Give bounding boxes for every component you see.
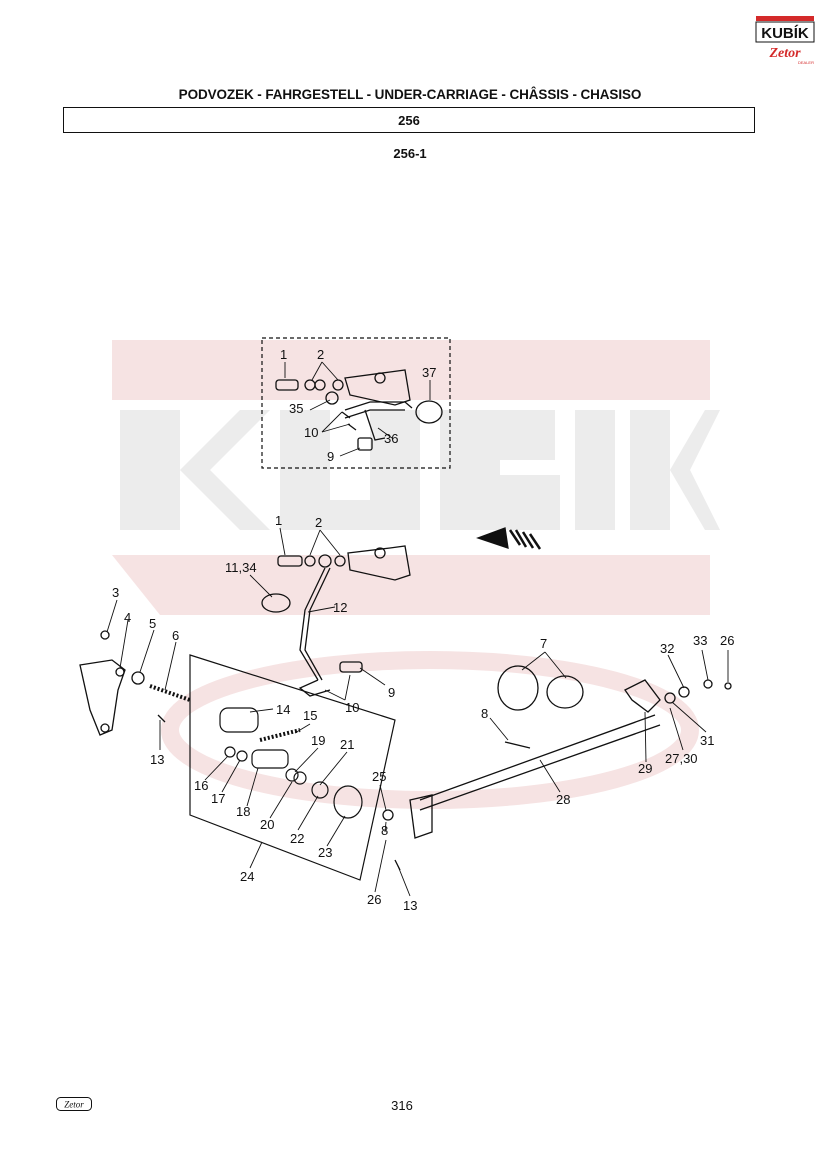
part-label: 22: [290, 831, 304, 846]
part-label: 33: [693, 633, 707, 648]
part-label: 36: [384, 431, 398, 446]
part-label: 19: [311, 733, 325, 748]
part-labels: 1 2 37 35 10 36 9 1 2 11,34 12 3 4 5 6 1…: [112, 347, 734, 913]
svg-text:Zetor: Zetor: [768, 46, 801, 61]
part-label: 20: [260, 817, 274, 832]
cylinder-kit-box: [189, 654, 396, 881]
part-label: 37: [422, 365, 436, 380]
leader-lines: [106, 361, 729, 897]
part-label: 23: [318, 845, 332, 860]
part-label: 16: [194, 778, 208, 793]
part-label: 27,30: [665, 751, 698, 766]
group-number: 256: [398, 112, 420, 128]
part-label: 21: [340, 737, 354, 752]
part-label: 2: [315, 515, 322, 530]
part-label: 13: [150, 752, 164, 767]
part-label: 28: [556, 792, 570, 807]
catalog-section-title: PODVOZEK - FAHRGESTELL - UNDER-CARRIAGE …: [178, 87, 642, 102]
subgroup-number: 256-1: [393, 146, 427, 161]
part-label: 26: [720, 633, 734, 648]
part-label: 4: [124, 610, 131, 625]
kubik-zetor-logo: KUBÍK Zetor DEALER: [755, 16, 815, 65]
svg-text:DEALER: DEALER: [798, 60, 814, 65]
group-number-box: 256: [63, 107, 755, 133]
part-label: 32: [660, 641, 674, 656]
part-label: 10: [345, 700, 359, 715]
part-label: 1: [280, 347, 287, 362]
inset-box: [261, 337, 451, 469]
part-label: 6: [172, 628, 179, 643]
part-label: 35: [289, 401, 303, 416]
part-label: 18: [236, 804, 250, 819]
part-label: 14: [276, 702, 290, 717]
part-label: 29: [638, 761, 652, 776]
part-label: 8: [381, 823, 388, 838]
svg-text:KUBÍK: KUBÍK: [761, 25, 809, 42]
part-label: 26: [367, 892, 381, 907]
part-label: 3: [112, 585, 119, 600]
part-label: 5: [149, 616, 156, 631]
part-label: 2: [317, 347, 324, 362]
zetor-footer-logo: Zetor: [56, 1097, 92, 1111]
part-label: 31: [700, 733, 714, 748]
watermark: [112, 340, 720, 809]
part-label: 1: [275, 513, 282, 528]
part-label: 9: [388, 685, 395, 700]
part-label: 10: [304, 425, 318, 440]
part-label: 12: [333, 600, 347, 615]
part-label: 17: [211, 791, 225, 806]
part-label: 8: [481, 706, 488, 721]
svg-text:Zetor: Zetor: [64, 1100, 84, 1110]
part-label: 9: [327, 449, 334, 464]
part-label: 11,34: [225, 560, 257, 575]
part-label: 24: [240, 869, 254, 884]
shaft-parts: [382, 665, 732, 871]
page-number: 316: [391, 1098, 413, 1113]
part-label: 15: [303, 708, 317, 723]
part-label: 7: [540, 636, 547, 651]
part-label: 13: [403, 898, 417, 913]
part-label: 25: [372, 769, 386, 784]
